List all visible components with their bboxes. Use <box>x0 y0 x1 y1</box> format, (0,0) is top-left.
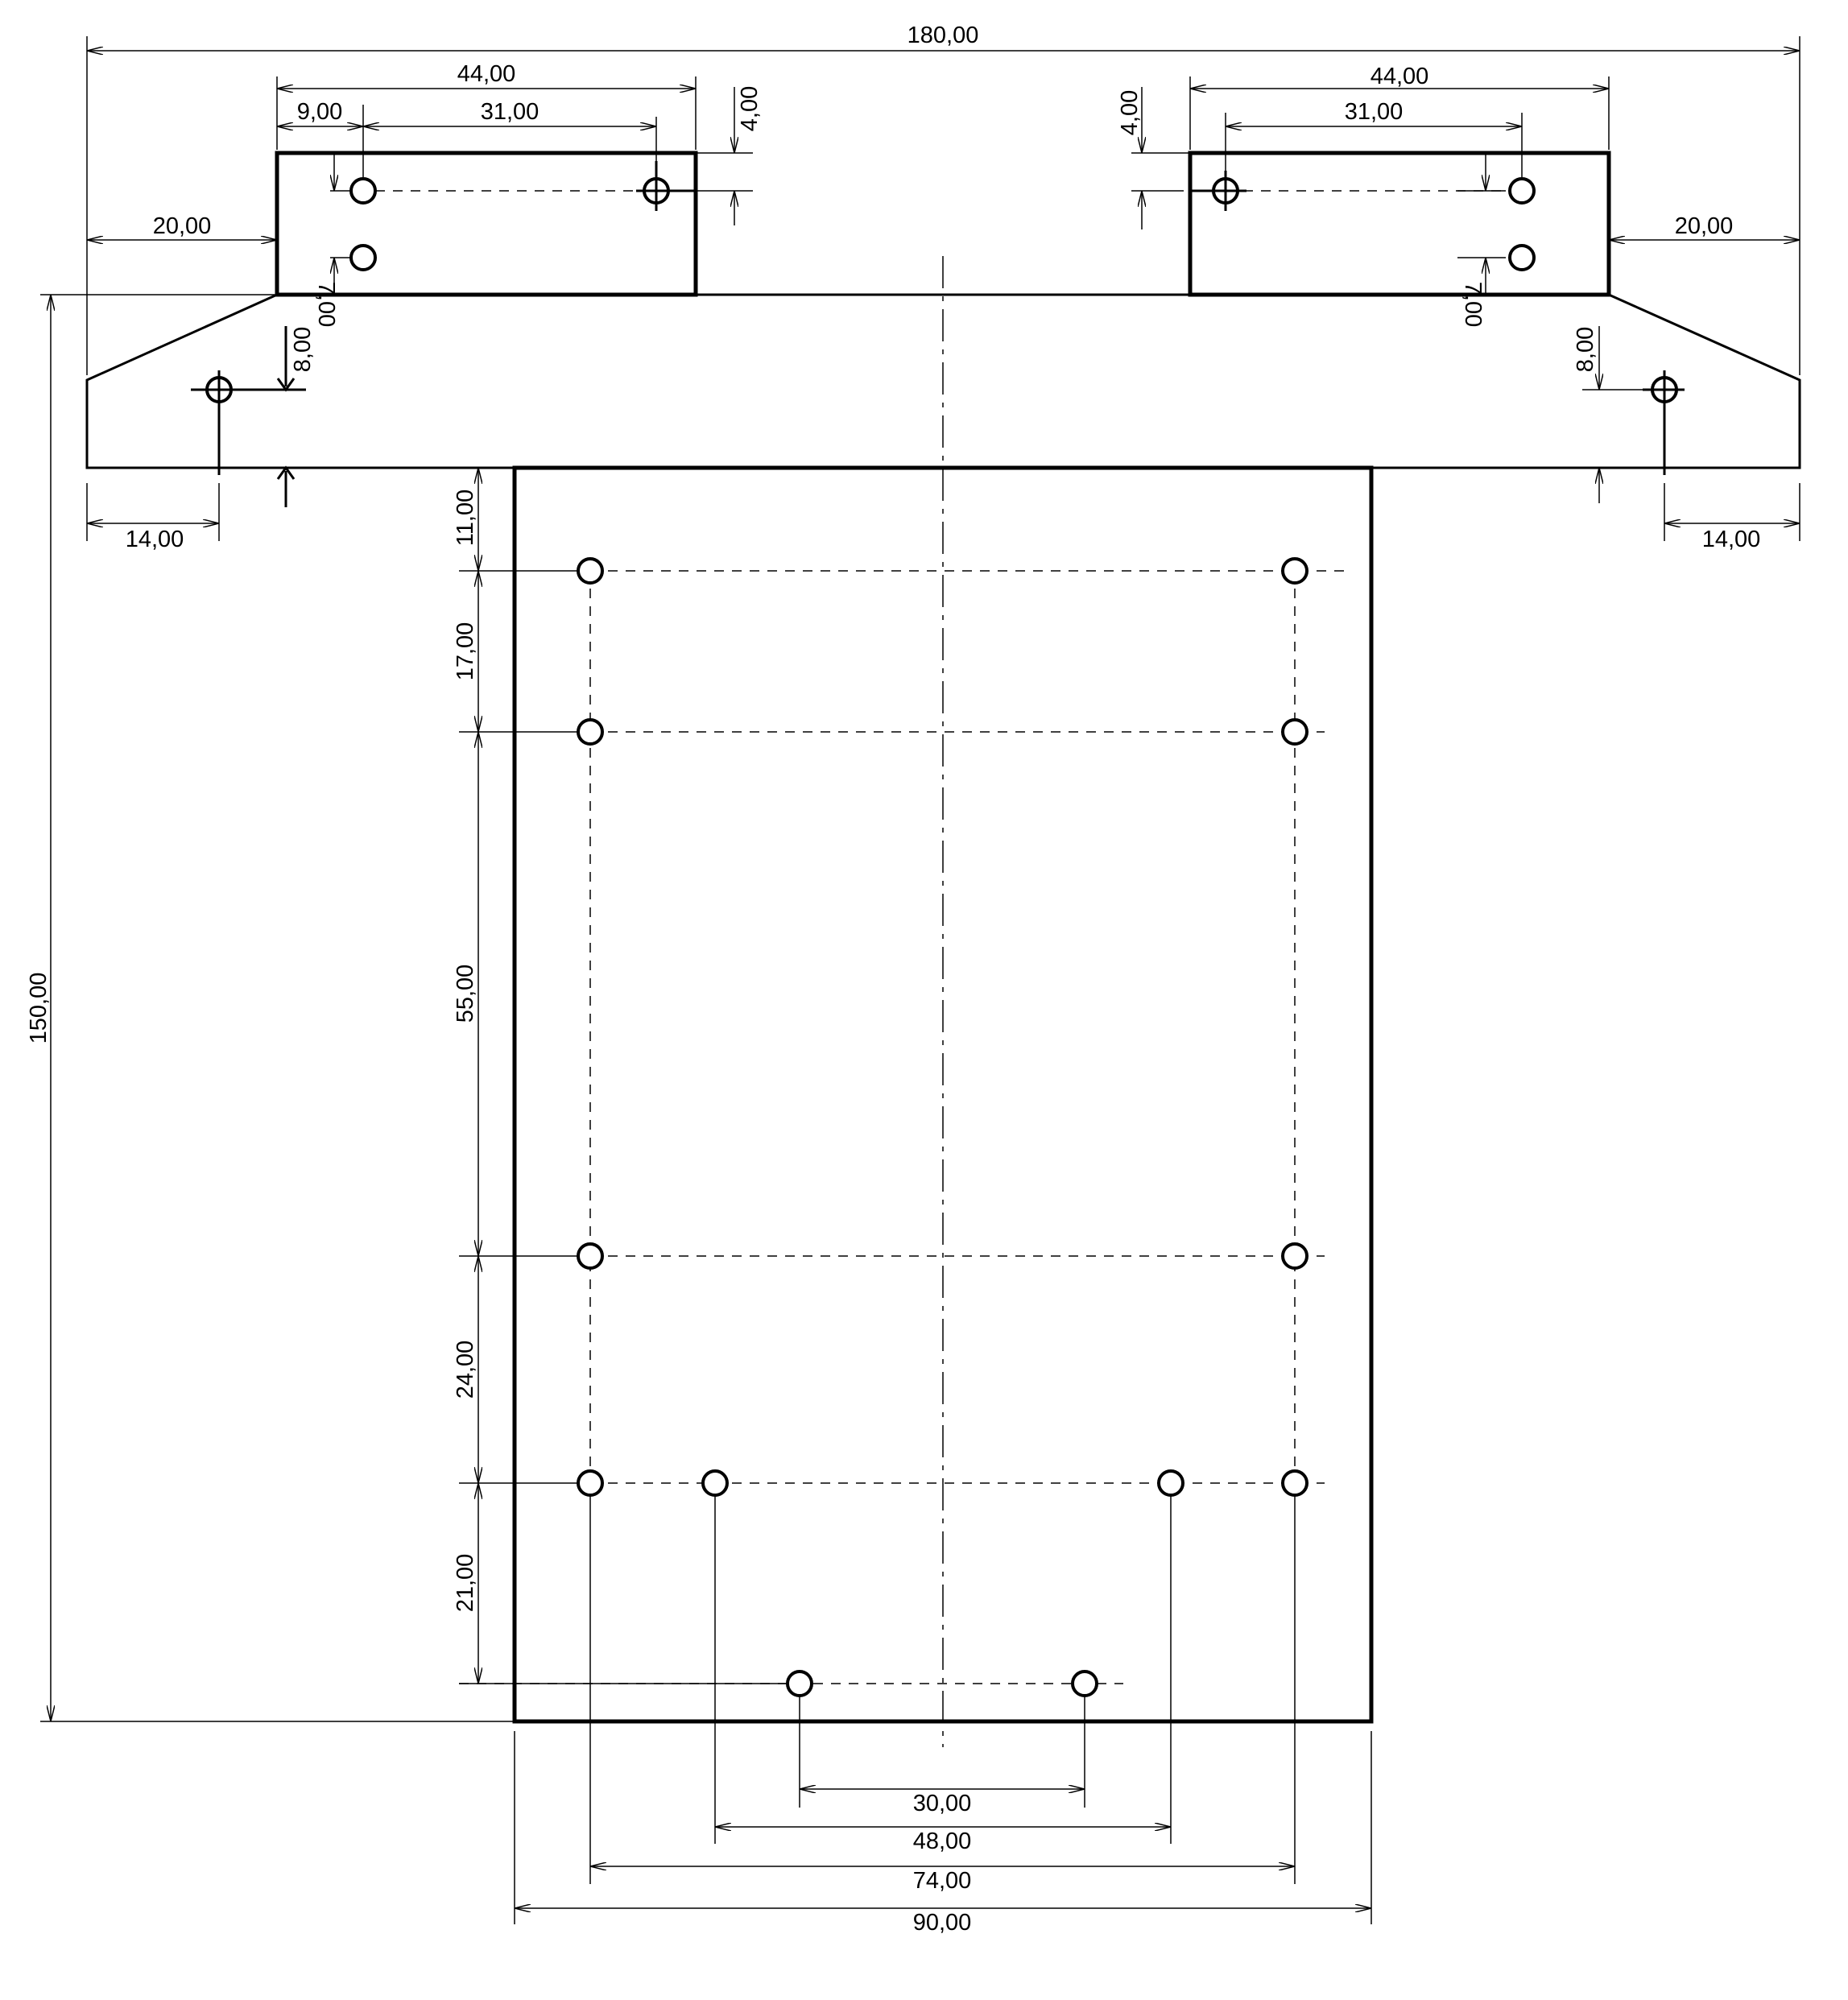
hole <box>1508 244 1536 271</box>
dim-block-hole-top-left: 4,00 <box>737 86 763 131</box>
hole <box>1508 177 1536 205</box>
dim-plate-row-2: 17,00 <box>453 622 478 681</box>
dim-hole-spacing-right: 31,00 <box>1345 99 1404 125</box>
right-mounting-block <box>1188 151 1611 297</box>
dim-plate-row-1: 11,00 <box>453 490 478 546</box>
hole <box>349 177 377 205</box>
hole <box>1281 1242 1308 1270</box>
dim-block-offset-right: 20,00 <box>1675 213 1734 239</box>
dim-plate-row-5: 21,00 <box>453 1554 478 1613</box>
dim-overall-height: 150,00 <box>26 973 52 1044</box>
hole <box>577 1469 604 1497</box>
dim-flange-hole-height-left: 8,00 <box>290 327 316 372</box>
hole <box>577 1242 604 1270</box>
dim-hole-spacing-left: 31,00 <box>481 99 540 125</box>
hole <box>1157 1469 1184 1497</box>
hole <box>701 1469 729 1497</box>
dim-plate-row-4: 24,00 <box>453 1341 478 1399</box>
hole-axis-lines <box>358 190 1522 1684</box>
dim-block-hole-vertical-right: 7,00 <box>1460 282 1486 327</box>
dimension-lines <box>51 51 1800 1908</box>
hole <box>577 557 604 585</box>
hole <box>577 718 604 746</box>
dim-plate-row-3: 55,00 <box>453 965 478 1023</box>
hole <box>786 1670 813 1697</box>
hole <box>349 244 377 271</box>
holes <box>191 161 1685 1697</box>
hole <box>1281 1469 1308 1497</box>
hole <box>1281 718 1308 746</box>
left-mounting-block <box>275 151 698 297</box>
dim-plate-width: 90,00 <box>913 1910 972 1936</box>
dim-flange-hole-height-right: 8,00 <box>1573 327 1598 372</box>
dimension-labels: 180,00 44,00 9,00 31,00 44,00 31,00 20,0… <box>26 23 1760 1936</box>
dim-hole-offset-left: 9,00 <box>297 99 342 125</box>
dim-flange-hole-offset-right: 14,00 <box>1702 527 1761 552</box>
dim-bottom-hole-span-1: 30,00 <box>913 1791 972 1816</box>
flange <box>85 293 1801 469</box>
dim-overall-width: 180,00 <box>907 23 979 48</box>
extension-lines <box>40 36 1800 1924</box>
dim-block-offset-left: 20,00 <box>153 213 212 239</box>
dim-bottom-hole-span-2: 48,00 <box>913 1829 972 1854</box>
dim-block-width-left: 44,00 <box>457 61 516 87</box>
hole <box>1071 1670 1098 1697</box>
dim-block-hole-top-right: 4,00 <box>1117 90 1143 135</box>
dim-bottom-hole-span-3: 74,00 <box>913 1868 972 1894</box>
hole <box>1281 557 1308 585</box>
dim-block-hole-vertical-left: 7,00 <box>313 282 339 327</box>
dim-flange-hole-offset-left: 14,00 <box>126 527 184 552</box>
dim-block-width-right: 44,00 <box>1370 64 1429 89</box>
